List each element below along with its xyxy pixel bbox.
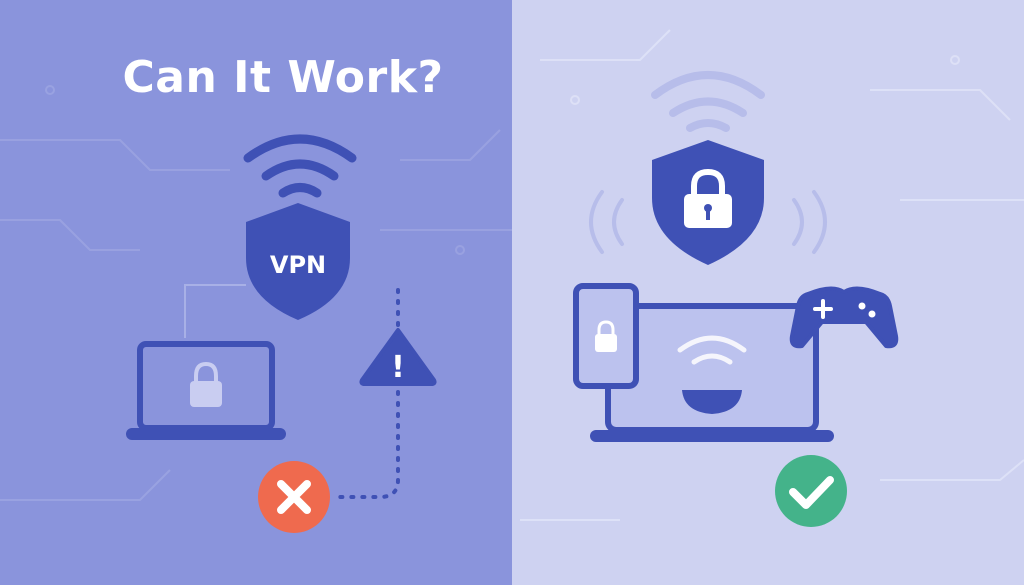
laptop-bowl-shape	[682, 390, 742, 414]
right-circuit-decoration	[520, 29, 1024, 521]
smartphone-icon	[573, 283, 639, 389]
left-wifi-icon	[243, 134, 357, 198]
vpn-shield-icon: VPN	[246, 203, 350, 320]
dotted-path-lower	[336, 390, 400, 499]
vpn-shield-label: VPN	[270, 251, 326, 279]
warning-icon: !	[359, 328, 437, 386]
fail-x-mark-icon	[258, 461, 330, 533]
right-wifi-icon	[651, 71, 765, 132]
laptop-wifi-icon	[677, 335, 747, 365]
left-laptop-lock-icon	[190, 361, 222, 407]
headline: Can It Work?	[122, 52, 444, 103]
game-controller-icon	[789, 286, 899, 349]
warning-glyph: !	[391, 350, 405, 385]
left-panel	[0, 0, 512, 585]
smartphone-lock-icon	[595, 320, 617, 352]
left-connector-line	[184, 284, 246, 338]
success-check-mark-icon	[775, 455, 847, 527]
shield-signal-arcs	[589, 190, 827, 254]
left-laptop-icon	[126, 341, 286, 440]
left-circuit-decoration	[0, 85, 512, 501]
right-laptop-icon	[590, 303, 834, 442]
lock-shield-icon	[652, 140, 764, 265]
